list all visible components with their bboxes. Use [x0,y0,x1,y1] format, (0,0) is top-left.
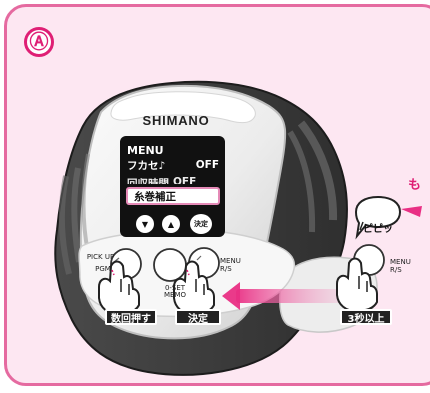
rs-label-right: R/S [390,267,414,274]
device-screen: MENU フカセ♪ OFF 回収時間 OFF 糸巻補正 ▼ ▲ 決定 [120,136,225,237]
set-memo-label: 0-SET MEMO [158,285,192,300]
screen-title: MENU [127,144,164,157]
beep-text: ピピッ [361,220,395,235]
menu-row-fukase: フカセ♪ OFF [127,158,219,172]
selected-menu-item: 糸巻補正 [126,187,220,205]
menu-row-recovery-time: 回収時間 OFF [127,173,219,187]
up-key[interactable]: ▲ [162,215,180,233]
repeat-tag: 数回押す [105,309,157,325]
edge-arrow-icon [401,206,422,217]
hold-tag: 3秒以上 [340,309,392,325]
edge-text: も [408,174,426,193]
set-button[interactable] [154,249,186,281]
pickup-label: PICK UP [85,254,116,261]
menu-row-label: 回収時間 [127,176,173,184]
menu-row-value: OFF [196,159,219,171]
menu-row-label: フカセ♪ [127,158,165,173]
left-arrow-icon [236,289,346,303]
menu-row-value: OFF [173,176,219,184]
rs-label: R/S [220,266,244,273]
confirm-tag: 決定 [175,309,221,325]
down-key[interactable]: ▼ [136,215,154,233]
brand-name: SHIMANO [136,113,216,128]
confirm-key[interactable]: 決定 [190,214,212,234]
memo-label: MEMO [158,292,192,299]
pgm-label: PGM [93,266,113,273]
